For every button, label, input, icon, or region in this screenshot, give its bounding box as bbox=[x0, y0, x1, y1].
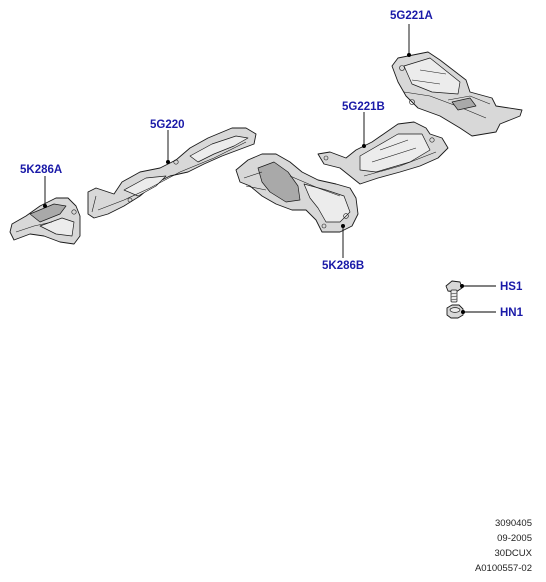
screw-HS1 bbox=[445, 280, 463, 303]
reference-codes: 3090405 09-2005 30DCUX A0100557-02 bbox=[475, 518, 532, 575]
heat-shield-5G221B bbox=[317, 121, 449, 185]
heat-shield-5G221A bbox=[391, 51, 523, 137]
callout-5G220: 5G220 bbox=[150, 119, 185, 131]
heat-shield-5K286B bbox=[235, 153, 359, 233]
reference-line-3: 30DCUX bbox=[494, 548, 533, 559]
leader-lines bbox=[43, 24, 496, 314]
reference-line-4: A0100557-02 bbox=[474, 563, 532, 574]
callout-5G221B: 5G221B bbox=[342, 101, 385, 113]
nut-HN1 bbox=[446, 304, 464, 319]
callout-labels: 5G221A 5G221B 5G220 5K286A 5K286B HS1 HN… bbox=[20, 10, 524, 319]
heat-shield-5K286A bbox=[9, 197, 81, 245]
callout-HS1: HS1 bbox=[500, 281, 523, 293]
callout-5K286B: 5K286B bbox=[322, 260, 364, 272]
heat-shield-5G220 bbox=[87, 127, 257, 219]
reference-line-2: 09-2005 bbox=[497, 533, 532, 544]
reference-line-1: 3090405 bbox=[495, 518, 532, 529]
callout-5G221A: 5G221A bbox=[390, 10, 433, 22]
callout-HN1: HN1 bbox=[500, 307, 524, 319]
callout-5K286A: 5K286A bbox=[20, 164, 62, 176]
